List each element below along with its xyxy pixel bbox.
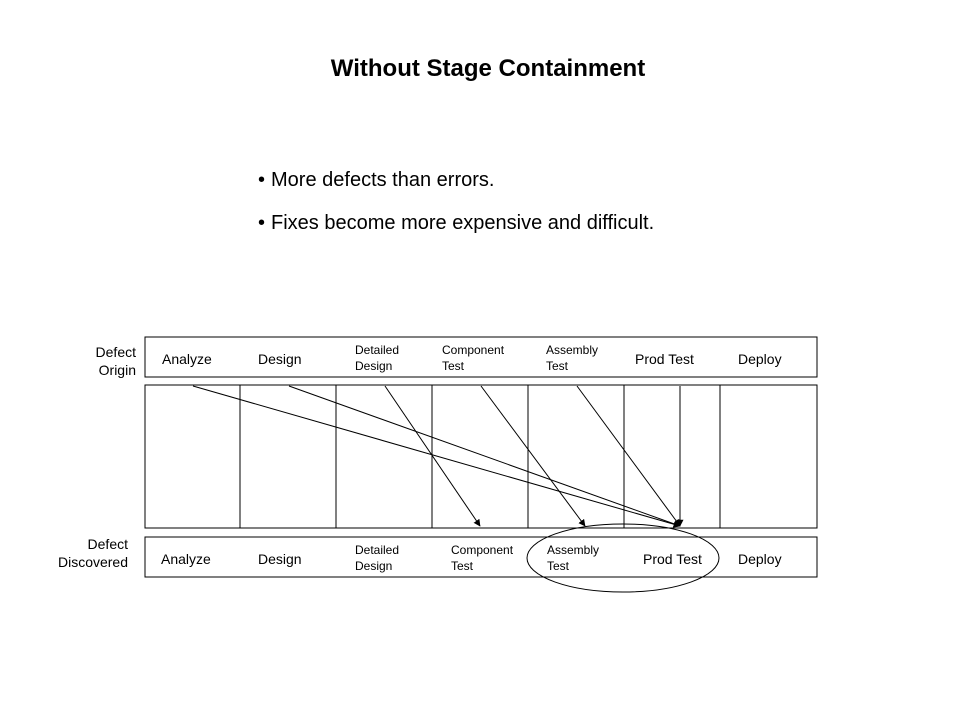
origin-row-box	[144, 336, 818, 378]
origin-stage-prod-test: Prod Test	[635, 351, 694, 367]
bullet-item: •Fixes become more expensive and difficu…	[258, 209, 654, 237]
origin-stage-design: Design	[258, 351, 302, 367]
bullet-list: •More defects than errors. •Fixes become…	[258, 166, 654, 252]
column-dividers	[239, 385, 721, 528]
slide-title: Without Stage Containment	[330, 55, 646, 82]
bullet-dot-icon: •	[258, 169, 266, 191]
defect-origin-label: Defect Origin	[95, 344, 136, 378]
discovered-stage-analyze: Analyze	[161, 551, 211, 567]
bullet-item: •More defects than errors.	[258, 166, 654, 194]
discovered-stage-prod-test: Prod Test	[643, 551, 702, 567]
origin-stage-deploy: Deploy	[738, 351, 782, 367]
origin-stage-component-test: Component Test	[442, 343, 505, 373]
arrow-component-test-to-assembly-test	[480, 385, 586, 527]
discovered-stage-detailed-design: Detailed Design	[355, 543, 400, 573]
discovered-row-box	[144, 536, 818, 578]
discovered-stage-component-test: Component Test	[451, 543, 514, 573]
discovered-stage-deploy: Deploy	[738, 551, 782, 567]
highlight-ellipse	[526, 523, 720, 593]
origin-stage-detailed-design: Detailed Design	[355, 343, 400, 373]
bullet-dot-icon: •	[258, 212, 266, 234]
defect-discovered-label: Defect Discovered	[57, 536, 128, 570]
bullet-text: More defects than errors.	[271, 169, 495, 191]
bullet-text: Fixes become more expensive and difficul…	[271, 212, 655, 234]
arrow-detailed-design-to-component-test	[384, 385, 481, 527]
arrow-analyze-to-prod-test	[192, 385, 681, 528]
defect-arrows	[192, 385, 684, 528]
origin-stage-assembly-test: Assembly Test	[546, 343, 599, 373]
arrow-assembly-test-to-prod-test	[576, 385, 681, 527]
discovered-stage-design: Design	[258, 551, 302, 567]
arrow-design-to-prod-test	[288, 385, 681, 528]
discovered-stage-assembly-test: Assembly Test	[547, 543, 600, 573]
middle-region-box	[144, 384, 818, 529]
origin-stage-analyze: Analyze	[162, 351, 212, 367]
